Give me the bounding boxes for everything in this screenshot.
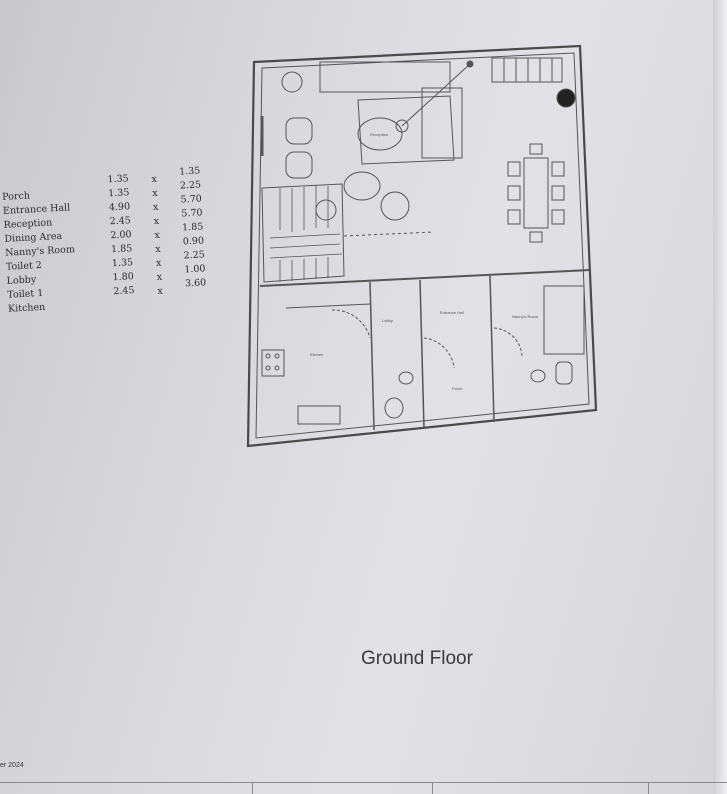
sink (297, 405, 341, 425)
rooms-table: Porch 1.35 x 1.35 Entrance Hall 1.35 x 2… (0, 165, 215, 314)
floor-caption: Ground Floor (361, 648, 473, 669)
room-width: 1.35 (107, 187, 130, 200)
dining-table (523, 157, 549, 229)
room-width: 1.85 (110, 243, 133, 256)
room-label: Lobby (382, 318, 393, 323)
bed (543, 285, 585, 355)
room-name: Lobby (6, 274, 37, 287)
table-row: Kitchen 2.45 x 3.60 (6, 277, 207, 318)
room-name: Dining Area (4, 230, 63, 245)
times-sign: x (154, 243, 161, 255)
kitchen-island (357, 95, 455, 165)
wall (419, 279, 425, 429)
times-sign: x (156, 271, 163, 283)
page-edge (713, 0, 727, 794)
round-table (357, 117, 403, 151)
toilet (530, 369, 546, 383)
room-length: 2.25 (183, 249, 206, 262)
plant (281, 71, 303, 93)
room-length: 1.85 (181, 221, 204, 234)
lounge-chair (380, 191, 410, 221)
table-row: Nanny's Room 2.00 x 1.85 (3, 221, 204, 262)
room-label: Reception (370, 132, 388, 137)
staircase (261, 183, 345, 283)
dining-chairs (507, 143, 565, 243)
door-swing (331, 309, 371, 339)
room-label: Kitchen (310, 352, 323, 357)
door-swing (423, 337, 455, 369)
table-row: Porch 1.35 x 1.35 (0, 165, 201, 206)
room-name: Entrance Hall (2, 202, 71, 217)
room-label: Nanny's Room (512, 314, 539, 319)
armchair (285, 151, 313, 179)
times-sign: x (154, 229, 161, 241)
footer-cell-divider (252, 782, 253, 794)
times-sign: x (155, 257, 162, 269)
footer-cell-divider (648, 782, 649, 794)
outer-wall (246, 44, 598, 448)
inner-wall (255, 52, 590, 439)
wall (489, 275, 495, 423)
lounge-chair (343, 171, 381, 201)
room-width: 1.35 (107, 173, 129, 186)
toilet (555, 361, 573, 385)
footer-date: er 2024 (0, 762, 24, 769)
light-fixture (466, 60, 474, 68)
toilet (384, 397, 404, 419)
footer-rule (0, 782, 727, 783)
room-width: 2.45 (109, 215, 132, 228)
room-name: Nanny's Room (4, 244, 76, 259)
room-name: Reception (3, 217, 53, 231)
room-name: Toilet 1 (7, 287, 44, 301)
room-length: 1.00 (184, 263, 206, 276)
times-sign: x (157, 285, 164, 297)
room-width: 2.45 (113, 285, 135, 298)
door-swing (493, 327, 523, 357)
light-cord (401, 63, 471, 127)
chair (395, 119, 409, 133)
table-row: Dining Area 2.45 x 5.70 (2, 207, 203, 248)
room-name: Kitchen (7, 301, 46, 315)
stair-treads (269, 186, 343, 282)
floor-plan: Reception Lobby Entrance Hall Nanny's Ro… (246, 44, 598, 448)
room-length: 0.90 (182, 235, 205, 248)
stairs-top-right (491, 57, 563, 83)
side-table (315, 199, 337, 221)
plant-pot (556, 88, 576, 108)
wall (369, 281, 375, 431)
room-length: 1.35 (178, 165, 201, 178)
table-row: Entrance Hall 1.35 x 2.25 (1, 179, 202, 220)
toilet (398, 371, 414, 385)
times-sign: x (151, 173, 158, 186)
room-label: Entrance Hall (440, 310, 464, 315)
counter (319, 61, 451, 93)
armchair (285, 117, 313, 145)
room-length: 5.70 (180, 193, 203, 206)
table-row: Toilet 1 1.80 x 1.00 (5, 263, 206, 304)
room-width: 1.80 (112, 271, 135, 284)
times-sign: x (152, 201, 159, 214)
room-label: Porch (452, 386, 462, 391)
room-length: 5.70 (181, 207, 203, 220)
times-sign: x (153, 215, 160, 227)
room-width: 1.35 (111, 257, 134, 270)
times-sign: x (152, 187, 158, 200)
dashed-line (343, 231, 435, 237)
footer-cell-divider (432, 782, 433, 794)
hob (261, 349, 285, 377)
room-width: 2.00 (110, 229, 132, 242)
counter (285, 303, 371, 309)
dividing-wall (259, 269, 591, 287)
room-name: Toilet 2 (5, 259, 43, 273)
room-length: 3.60 (184, 277, 207, 290)
room-length: 2.25 (179, 179, 202, 192)
table-row: Lobby 1.35 x 2.25 (4, 249, 205, 290)
room-name: Porch (1, 190, 31, 203)
sideboard (421, 87, 463, 159)
table-row: Toilet 2 1.85 x 0.90 (4, 235, 205, 276)
room-width: 4.90 (108, 201, 131, 214)
table-row: Reception 4.90 x 5.70 (1, 193, 202, 234)
